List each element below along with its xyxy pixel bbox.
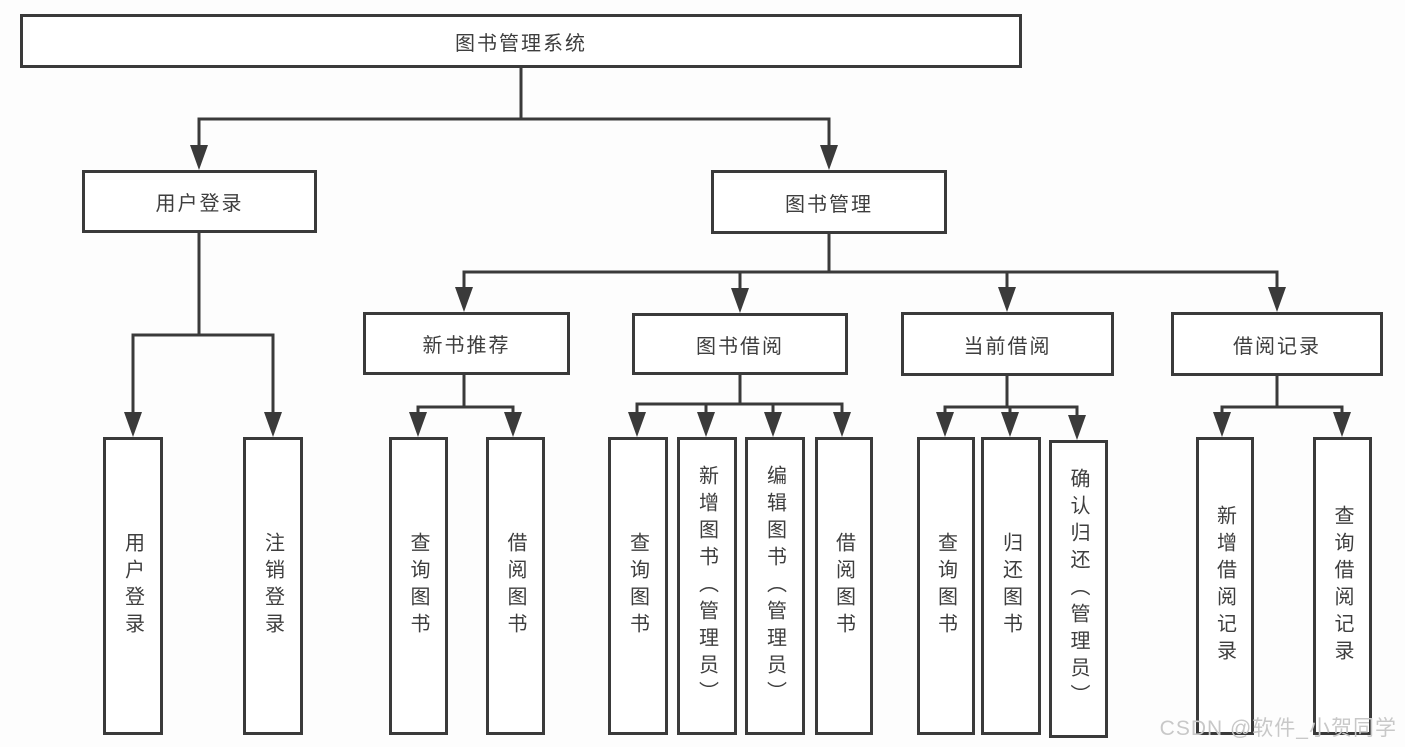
leaf-query-books-recommend: 查询图书: [389, 437, 448, 735]
leaf-add-books-admin: 新增图书（管理员）: [677, 437, 737, 735]
node-library-management-system: 图书管理系统: [20, 14, 1022, 68]
node-borrowing-records: 借阅记录: [1171, 312, 1383, 376]
leaf-borrow-books: 借阅图书: [815, 437, 873, 735]
node-new-book-recommend: 新书推荐: [363, 312, 570, 375]
leaf-confirm-return-admin: 确认归还（管理员）: [1049, 440, 1108, 738]
leaf-logout: 注销登录: [243, 437, 303, 735]
leaf-user-login: 用户登录: [103, 437, 163, 735]
node-user-login-branch: 用户登录: [82, 170, 317, 233]
leaf-query-books-borrowing: 查询图书: [608, 437, 668, 735]
leaf-query-books-current: 查询图书: [917, 437, 975, 735]
leaf-edit-books-admin: 编辑图书（管理员）: [745, 437, 805, 735]
leaf-add-borrow-record: 新增借阅记录: [1196, 437, 1254, 735]
leaf-return-books: 归还图书: [981, 437, 1041, 735]
leaf-query-borrow-record: 查询借阅记录: [1313, 437, 1372, 735]
leaf-borrow-books-recommend: 借阅图书: [486, 437, 545, 735]
node-current-borrowing: 当前借阅: [901, 312, 1114, 376]
node-book-management-branch: 图书管理: [711, 170, 947, 234]
node-book-borrowing: 图书借阅: [632, 313, 848, 375]
csdn-watermark: CSDN @软件_小贺同学: [1159, 717, 1397, 740]
